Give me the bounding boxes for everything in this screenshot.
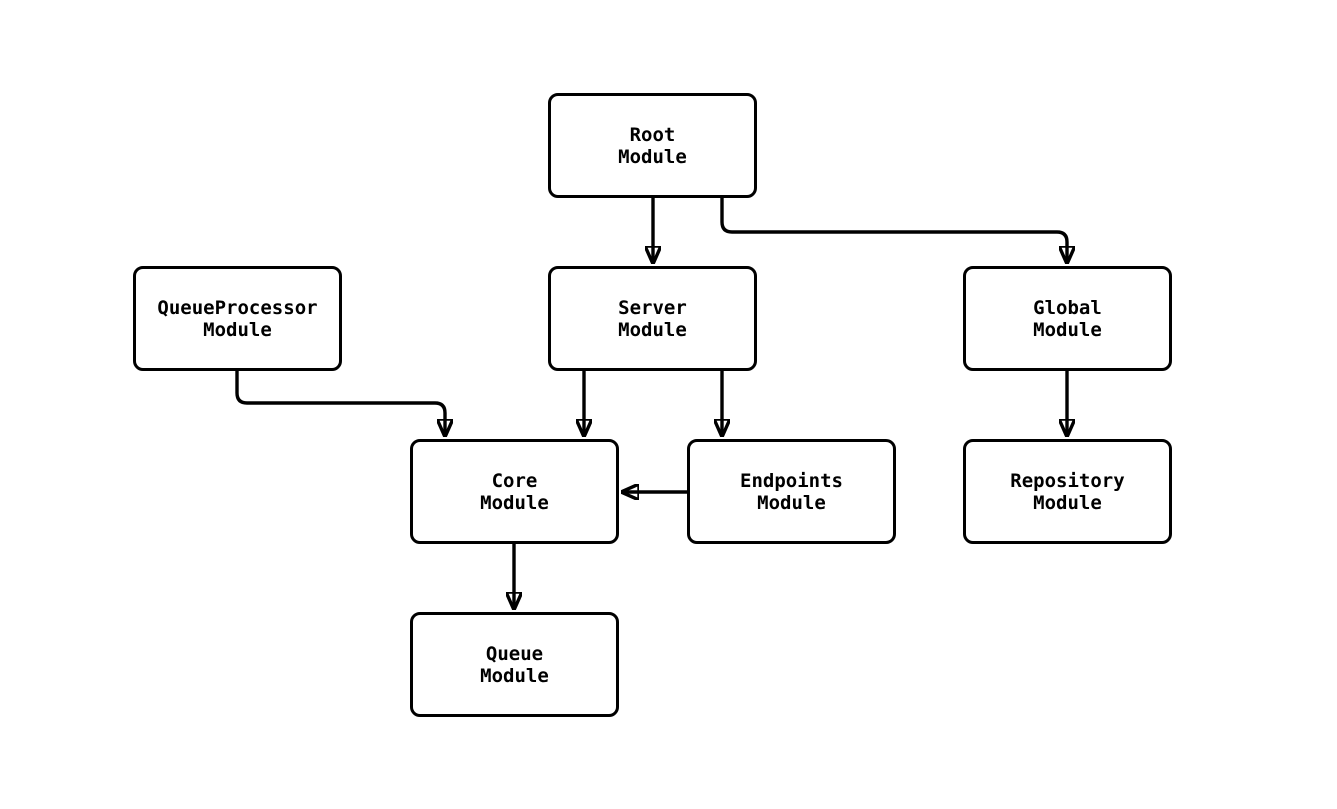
node-queueprocessor-module-label: QueueProcessor Module: [157, 296, 318, 341]
edge-root-to-global: [720, 198, 1067, 263]
node-queue-module-label: Queue Module: [480, 642, 549, 687]
node-queueprocessor-module: QueueProcessor Module: [133, 266, 342, 371]
node-server-module-label: Server Module: [618, 296, 687, 341]
edge-queueprocessor-to-core: [235, 371, 445, 436]
node-global-module: Global Module: [963, 266, 1172, 371]
node-server-module: Server Module: [548, 266, 757, 371]
node-root-module-label: Root Module: [618, 123, 687, 168]
node-endpoints-module-label: Endpoints Module: [740, 469, 843, 514]
node-core-module-label: Core Module: [480, 469, 549, 514]
node-endpoints-module: Endpoints Module: [687, 439, 896, 544]
node-repository-module: Repository Module: [963, 439, 1172, 544]
node-global-module-label: Global Module: [1033, 296, 1102, 341]
node-core-module: Core Module: [410, 439, 619, 544]
node-repository-module-label: Repository Module: [1010, 469, 1125, 514]
node-queue-module: Queue Module: [410, 612, 619, 717]
node-root-module: Root Module: [548, 93, 757, 198]
